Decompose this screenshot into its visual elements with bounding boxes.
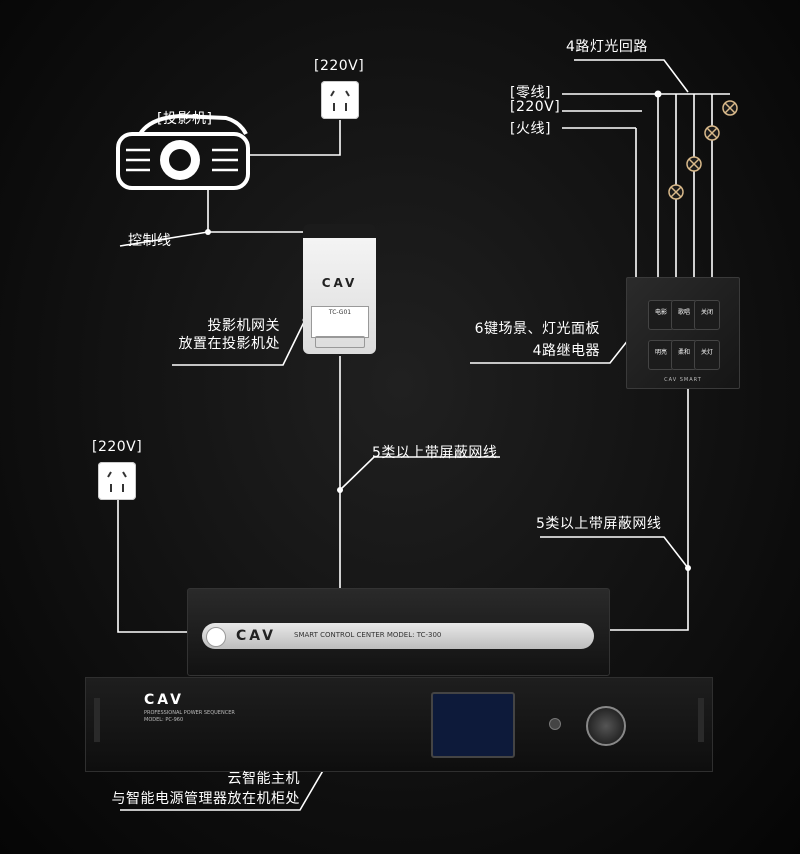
wire-outlet-to-host [117, 500, 188, 633]
label-outlet-left: [220V] [92, 439, 143, 455]
lamp-icon [686, 156, 702, 172]
wire-outlet-to-projector [248, 120, 341, 156]
power-sequencer: CAV PROFESSIONAL POWER SEQUENCER MODEL: … [85, 677, 713, 772]
label-voltage: [220V] [510, 99, 561, 115]
panel-brand: CAV SMART [664, 377, 702, 383]
label-projector: [投影机] [157, 111, 213, 127]
label-panel-2: 4路继电器 [532, 343, 600, 359]
scene-light-panel: 电影 歌唱 关闭 明亮 柔和 关灯 CAV SMART [626, 277, 740, 389]
panel-button: 关闭 [694, 300, 720, 330]
label-gateway-2: 放置在投影机处 [178, 336, 280, 352]
power-outlet-icon [321, 81, 359, 119]
label-control-wire: 控制线 [128, 233, 172, 249]
label-cable-1: 5类以上带屏蔽网线 [372, 445, 498, 461]
label-host-1: 云智能主机 [227, 771, 300, 787]
menu-dial-icon [586, 706, 626, 746]
label-host-2: 与智能电源管理器放在机柜处 [111, 791, 300, 807]
wire-panel-to-host [608, 388, 689, 631]
panel-button: 柔和 [671, 340, 697, 370]
label-outlet-top: [220V] [314, 58, 365, 74]
lamp-icon [668, 184, 684, 200]
rack-brand: CAV [144, 692, 184, 708]
rack-ear [698, 698, 704, 742]
projector-icon [116, 113, 250, 190]
label-lighting-circuits: 4路灯光回路 [566, 39, 648, 55]
gateway-logo: CAV [321, 276, 358, 290]
label-gateway-1: 投影机网关 [207, 318, 280, 334]
power-outlet-icon [98, 462, 136, 500]
panel-button: 歌唱 [671, 300, 697, 330]
wire-control [207, 188, 317, 238]
panel-button: 关灯 [694, 340, 720, 370]
gateway-label: TC-G01 [311, 306, 369, 338]
label-panel-1: 6键场景、灯光面板 [474, 321, 600, 337]
lamp-icon [722, 100, 738, 116]
host-brand: CAV [236, 628, 276, 644]
lamp-icon [704, 125, 720, 141]
power-knob-icon [206, 627, 226, 647]
host-model: SMART CONTROL CENTER MODEL: TC-300 [294, 631, 442, 639]
gateway-foot [315, 336, 365, 348]
label-live: [火线] [510, 121, 551, 137]
rack-ear [94, 698, 100, 742]
label-cable-2: 5类以上带屏蔽网线 [536, 516, 662, 532]
panel-button: 明亮 [648, 340, 674, 370]
panel-button: 电影 [648, 300, 674, 330]
rack-model: PROFESSIONAL POWER SEQUENCER MODEL: PC-9… [144, 710, 235, 723]
start-button-icon [549, 718, 561, 730]
label-neutral: [零线] [510, 85, 551, 101]
rack-screen [431, 692, 515, 758]
projector-gateway-device: CAV TC-G01 [303, 224, 376, 354]
smart-control-center: CAV SMART CONTROL CENTER MODEL: TC-300 [187, 588, 610, 676]
host-front-bar: CAV SMART CONTROL CENTER MODEL: TC-300 [202, 623, 594, 649]
